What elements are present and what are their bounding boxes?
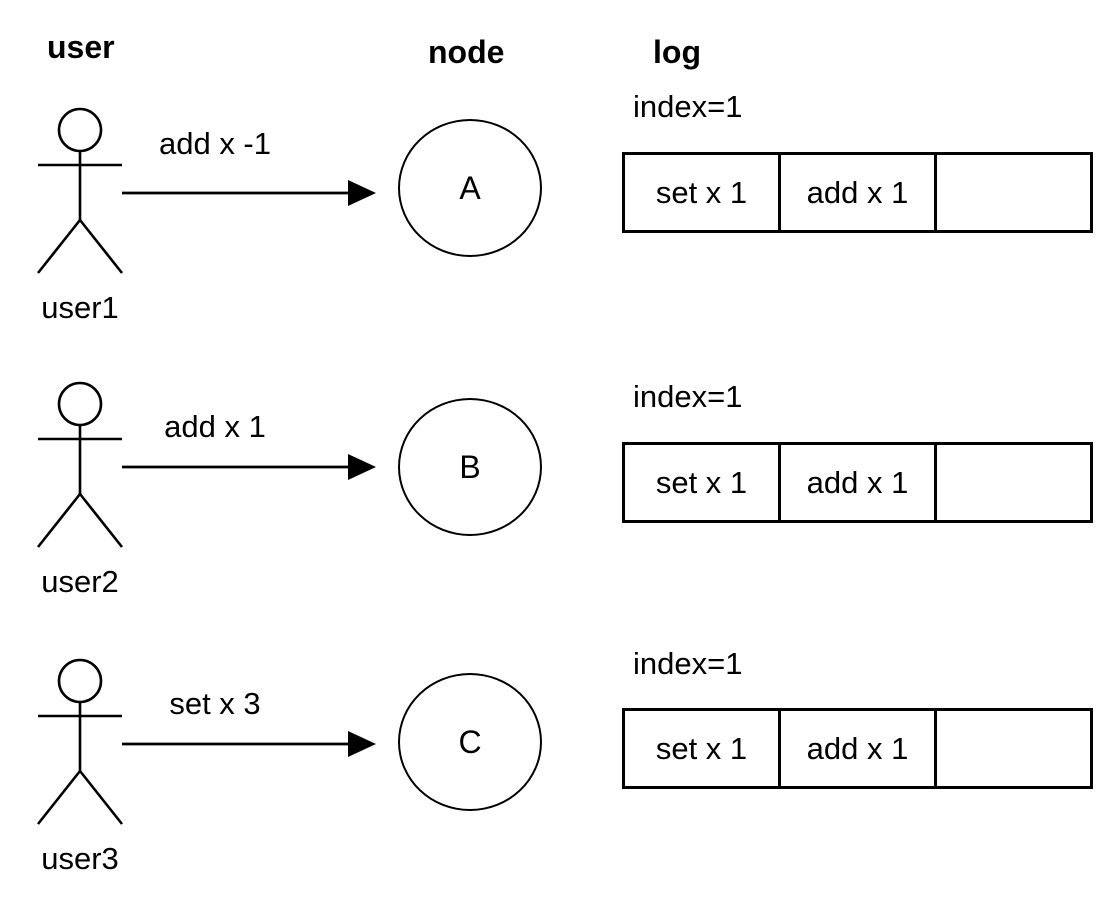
message-arrow-icon: [122, 180, 376, 206]
log-cell: add x 1: [778, 711, 934, 786]
log-cell: set x 1: [655, 174, 748, 210]
log-cell-empty: [934, 711, 1090, 786]
diagram-row-user1: user1 add x -1 A index=1 set x 1 add x 1: [0, 0, 1118, 340]
node-circle: A: [398, 119, 542, 257]
column-header-node: node: [428, 34, 505, 70]
message-arrow-icon: [122, 731, 376, 757]
log-table: set x 1 add x 1: [622, 152, 1093, 233]
node-label: C: [458, 723, 482, 760]
log-cell-empty: [934, 445, 1090, 520]
message-label: add x -1: [158, 126, 271, 161]
log-table: set x 1 add x 1: [622, 708, 1093, 789]
diagram-row-user3: user3 set x 3 C index=1 set x 1 add x 1: [0, 551, 1118, 891]
log-cell: set x 1: [655, 730, 748, 766]
log-index-label: index=1: [633, 646, 743, 681]
log-index-label: index=1: [633, 379, 743, 414]
message-arrow-icon: [122, 454, 376, 480]
message-label: set x 3: [169, 686, 261, 721]
diagram-row-user2: user2 add x 1 B index=1 set x 1 add x 1: [0, 274, 1118, 614]
log-cell: set x 1: [655, 464, 748, 500]
user-name-label: user2: [41, 564, 119, 599]
stick-figure-icon: [36, 107, 124, 274]
node-circle: B: [398, 398, 542, 536]
user-name-label: user1: [41, 290, 119, 325]
message-label: add x 1: [164, 409, 266, 444]
user-name-label: user3: [41, 841, 119, 876]
column-header-log: log: [653, 34, 701, 70]
log-cell: add x 1: [778, 445, 934, 520]
node-label: B: [459, 448, 481, 485]
node-label: A: [459, 169, 481, 206]
stick-figure-icon: [36, 381, 124, 548]
log-index-label: index=1: [633, 89, 743, 124]
log-table: set x 1 add x 1: [622, 442, 1093, 523]
node-circle: C: [398, 673, 542, 811]
column-header-user: user: [47, 29, 115, 65]
stick-figure-icon: [36, 658, 124, 825]
log-cell-empty: [934, 155, 1090, 230]
log-cell: add x 1: [778, 155, 934, 230]
